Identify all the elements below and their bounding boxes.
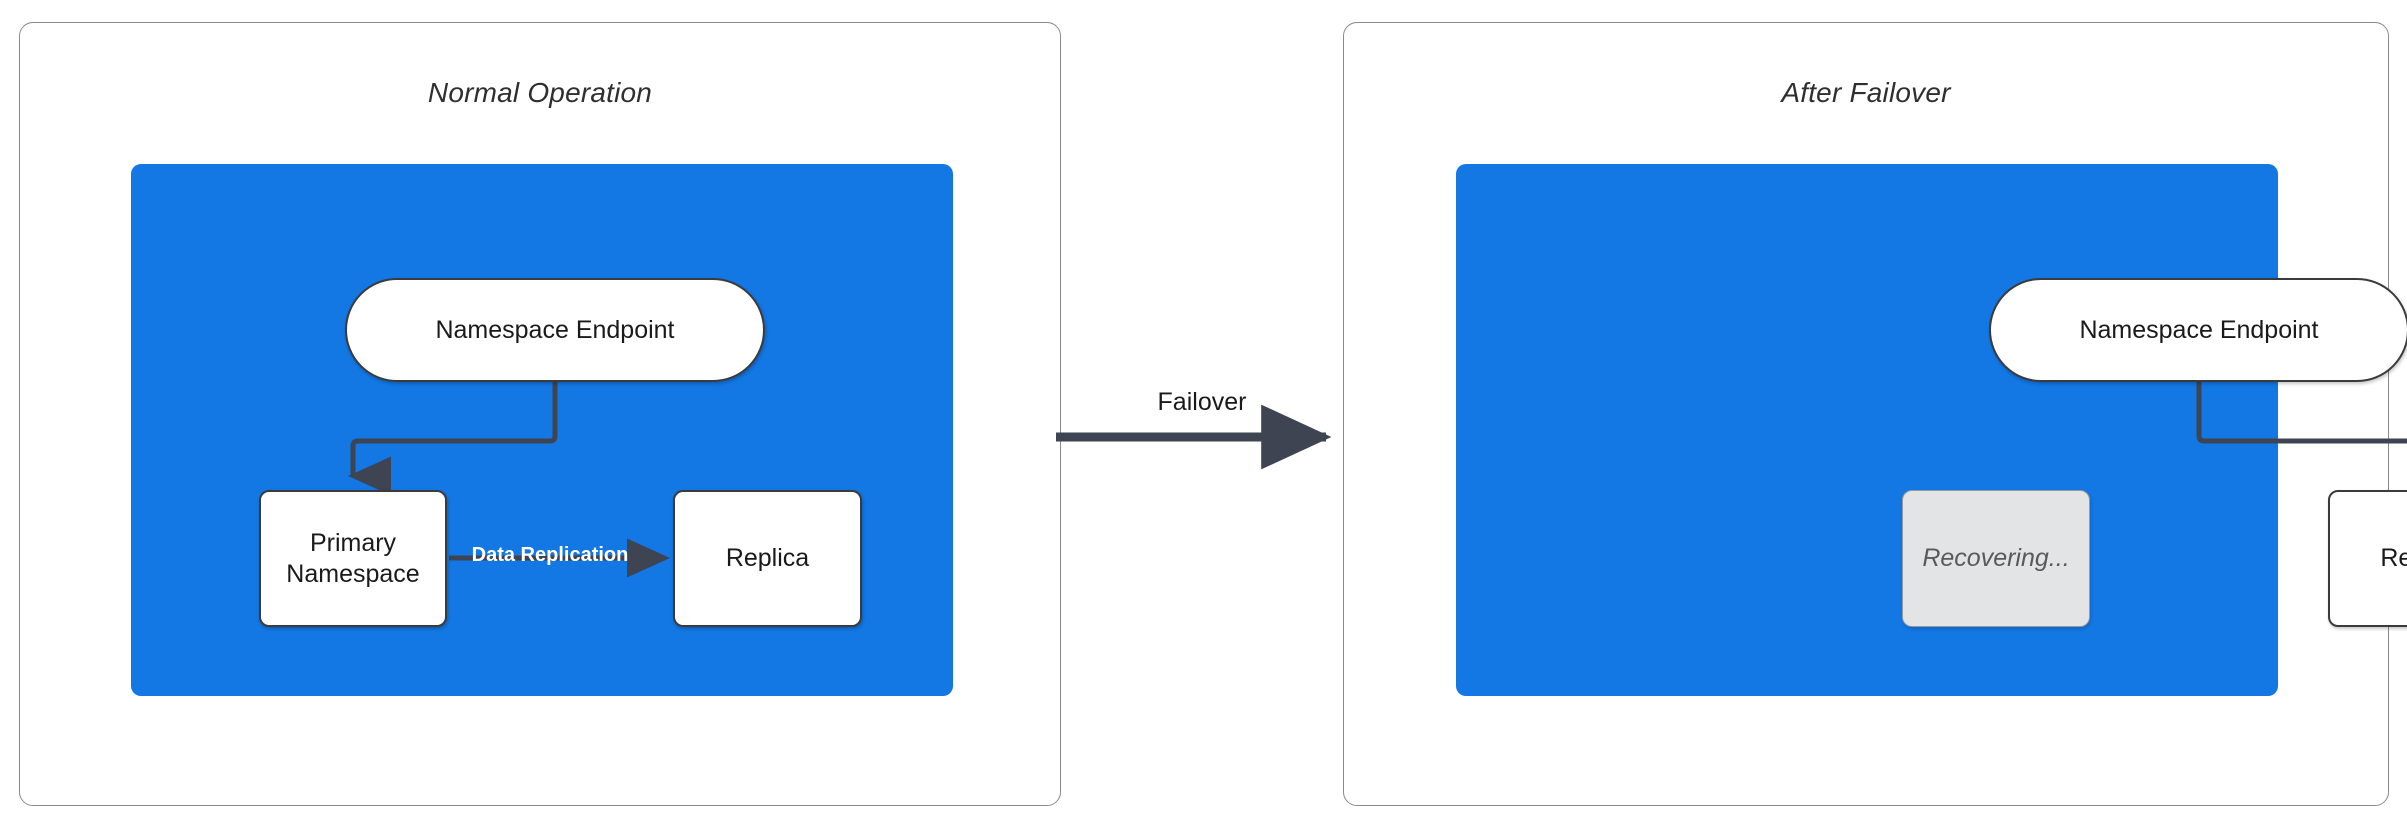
node-primary-namespace[interactable]: Primary Namespace [259,490,447,627]
edge-endpoint-to-primary [347,382,558,496]
edge-label-data-replication: Data Replication [471,544,629,566]
node-namespace-endpoint-right[interactable]: Namespace Endpoint [1989,278,2407,382]
panel-title-normal-operation: Normal Operation [427,77,653,108]
edges-layer-right [2196,382,2407,444]
node-namespace-endpoint-left[interactable]: Namespace Endpoint [345,278,765,382]
failover-arrow [1056,404,1332,470]
node-recovering[interactable]: Recovering... [1902,490,2090,627]
node-label: Namespace Endpoint [435,315,675,344]
panel-normal-operation: Normal Operation Namespace Endpoint [19,22,1061,806]
node-label: Recovering... [1922,544,2070,573]
failover-label: Failover [1157,388,1247,416]
node-label-line1: Primary [309,529,397,557]
node-label: Namespace Endpoint [2079,315,2319,344]
cluster-box-right: Namespace Endpoint Recovering... Replica [1456,164,2407,696]
node-label: Replica [2380,544,2407,573]
node-label: Replica [725,544,810,573]
node-label: Primary Namespace [286,528,419,589]
node-label-line2: Namespace [286,559,420,588]
panel-title-after-failover: After Failover [1781,77,1951,108]
edge-endpoint-to-replica [2196,382,2407,444]
cluster-box-left: Namespace Endpoint Primary Namespace Rep… [131,164,953,696]
panel-after-failover: After Failover Namespace Endpoint Recove… [1343,22,2407,806]
node-replica-right[interactable]: Replica [2328,490,2407,627]
node-replica-left[interactable]: Replica [673,490,862,627]
